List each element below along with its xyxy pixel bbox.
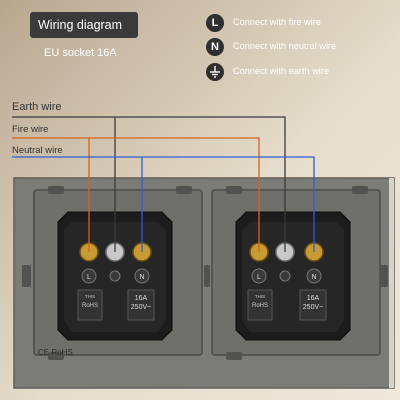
legend-fire: L Connect with fire wire [206, 14, 396, 32]
earth-wire-label: Earth wire [12, 101, 62, 113]
legend-neutral: N Connect with neutral wire [206, 38, 396, 56]
n-symbol: N [206, 38, 224, 56]
n-mark-right: N [311, 274, 316, 281]
l-mark-left: L [87, 274, 91, 281]
plate-edge [389, 178, 394, 388]
cert-left: RoHS [82, 303, 98, 309]
rating-amp-right: 16A [307, 295, 320, 302]
legend-earth: Connect with earth wire [206, 63, 396, 81]
rating-amp-left: 16A [135, 295, 148, 302]
fire-wire [12, 137, 260, 252]
socket-module-right [235, 211, 351, 341]
mounting-slots [22, 186, 388, 360]
brand-right: THIS [255, 294, 265, 299]
l-symbol: L [206, 14, 224, 32]
legend-earth-text: Connect with earth wire [233, 66, 330, 76]
socket-type-label: EU socket 16A [44, 47, 117, 59]
n-mark-left: N [139, 274, 144, 281]
earth-wire [12, 116, 286, 252]
fire-wire-label: Fire wire [12, 124, 49, 135]
rating-volt-right: 250V~ [303, 304, 323, 311]
brand-left: THIS [85, 294, 95, 299]
plate-mark: CE RoHS [38, 348, 73, 357]
neutral-wire [12, 156, 315, 252]
earth-icon [206, 63, 224, 81]
legend-neutral-text: Connect with neutral wire [233, 41, 337, 51]
diagram-title: Wiring diagram [30, 12, 138, 38]
neutral-wire-label: Neutral wire [12, 145, 63, 156]
rating-volt-left: 250V~ [131, 304, 151, 311]
cert-right: RoHS [252, 303, 268, 309]
l-mark-right: L [257, 274, 261, 281]
legend-fire-text: Connect with fire wire [233, 17, 321, 27]
